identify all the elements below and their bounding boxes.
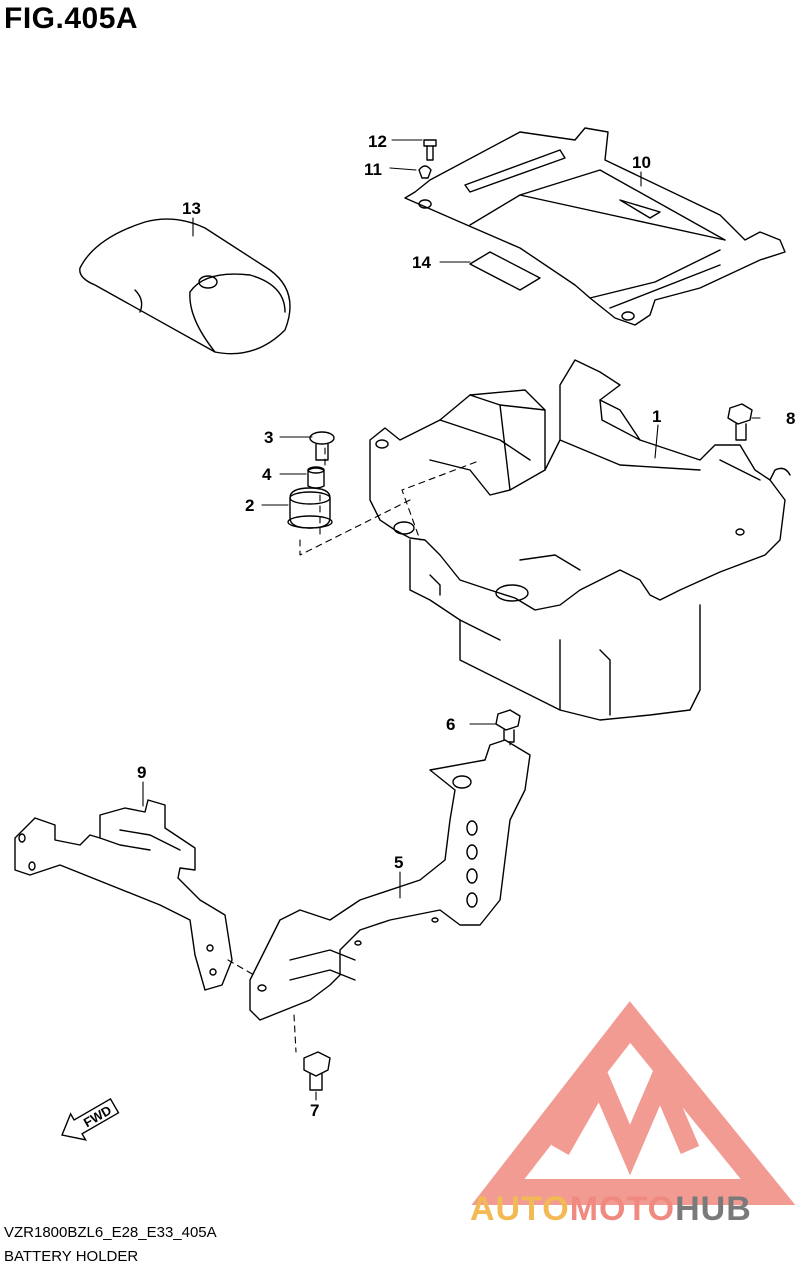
part-3-screw <box>309 431 335 461</box>
callout-6: 6 <box>446 715 455 734</box>
diagram-code: VZR1800BZL6_E28_E33_405A <box>4 1224 217 1241</box>
part-1-battery-box <box>369 359 791 721</box>
part-14-pad <box>469 251 541 291</box>
callout-10: 10 <box>632 153 651 172</box>
part-5-bracket <box>249 739 531 1021</box>
part-7-bolt <box>303 1051 331 1091</box>
part-13-pad <box>79 218 291 355</box>
part-4-collar <box>307 466 325 489</box>
callout-11: 11 <box>364 160 382 179</box>
part-9-bracket <box>14 799 233 991</box>
diagram-caption: BATTERY HOLDER <box>4 1248 139 1265</box>
callout-2: 2 <box>245 496 254 515</box>
watermark-logo <box>471 1001 796 1205</box>
part-11-clip <box>418 165 432 179</box>
fwd-arrow-icon: FWD <box>61 1097 120 1141</box>
callout-13: 13 <box>182 199 201 218</box>
callout-14: 14 <box>412 253 431 272</box>
watermark-hub: HUB <box>675 1190 752 1228</box>
callout-3: 3 <box>264 428 273 447</box>
watermark-moto: MOTO <box>570 1190 675 1228</box>
part-2-grommet <box>287 487 333 529</box>
part-10-cover <box>404 127 786 326</box>
svg-text:AUTOMOTOHUB: AUTOMOTOHUB <box>470 1190 752 1228</box>
callout-7: 7 <box>310 1101 319 1120</box>
figure-title: FIG.405A <box>4 2 139 35</box>
callout-8: 8 <box>786 409 795 428</box>
part-6-bolt <box>495 709 521 743</box>
part-12-screw <box>423 139 437 161</box>
callout-4: 4 <box>262 465 272 484</box>
callout-9: 9 <box>137 763 146 782</box>
watermark-auto: AUTO <box>470 1190 570 1228</box>
callout-1: 1 <box>652 407 661 426</box>
watermark-text: AUTOMOTOHUB <box>470 1190 752 1228</box>
callout-5: 5 <box>394 853 403 872</box>
part-8-bolt <box>727 403 753 441</box>
callout-12: 12 <box>368 132 387 151</box>
